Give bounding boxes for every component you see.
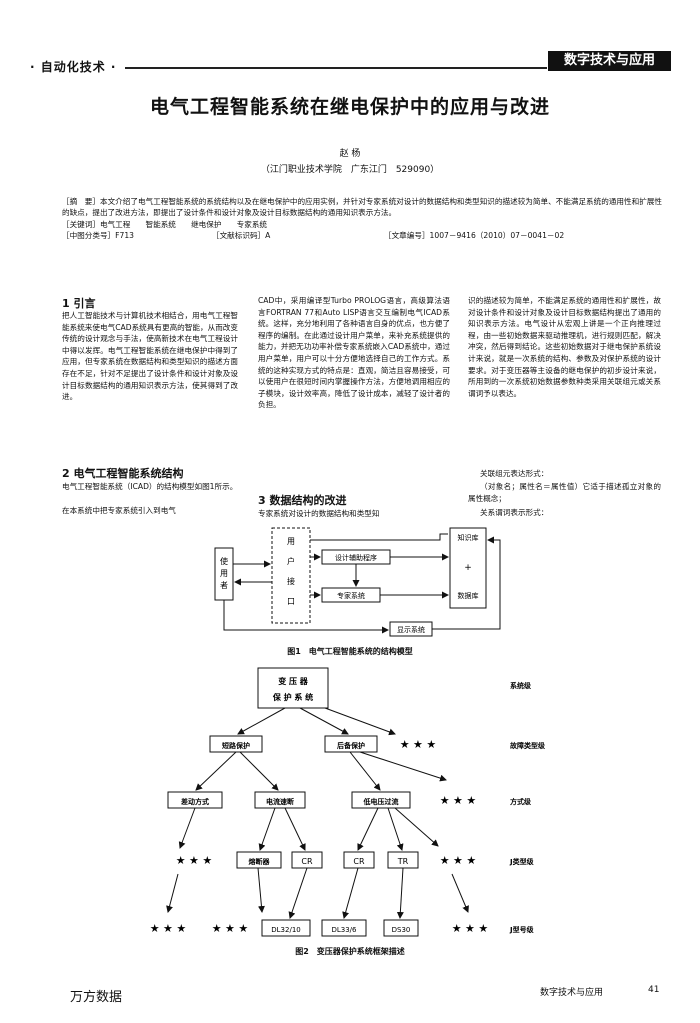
stars-jtype-right: ★ ★ ★ — [440, 854, 477, 867]
stars-jmodel-left: ★ ★ ★ — [150, 922, 187, 935]
user-label-3: 者 — [220, 581, 228, 590]
root-label-2: 保 护 系 统 — [272, 692, 313, 702]
stars-jtype-left: ★ ★ ★ — [176, 854, 213, 867]
display-system-label: 显示系统 — [397, 625, 425, 634]
header-rule — [125, 67, 547, 69]
keywords: ［关键词］电气工程 智能系统 继电保护 专家系统 — [62, 219, 268, 229]
differential-label: 差动方式 — [181, 797, 209, 806]
page-number: 41 — [648, 985, 660, 995]
model-box-1 — [261, 919, 311, 937]
section-1-text: 把人工智能技术与计算机技术相结合，用电气工程智能系统来使电气CAD系统具有更高的… — [62, 311, 238, 402]
menu-label-4: 口 — [287, 597, 295, 606]
database-label: 数据库 — [458, 591, 479, 600]
user-label-2: 用 — [220, 569, 228, 578]
transformer-root-box — [257, 667, 329, 709]
expert-system-label: 专家系统 — [337, 591, 365, 600]
source-watermark: 万方数据 — [70, 990, 123, 1005]
menu-label-3: 接 — [287, 576, 295, 586]
column-3-para-4: 关系谓词表示形式： — [480, 508, 549, 517]
classification-line: ［中图分类号］F713 ［文献标识码］A ［文章编号］1007－9416（201… — [62, 230, 662, 242]
user-label-1: 使 — [220, 556, 228, 566]
tr-label: TR — [397, 857, 409, 866]
stars-mode-level: ★ ★ ★ — [440, 794, 477, 807]
knowledge-base-label: 知识库 — [458, 533, 479, 542]
stars-jmodel-right: ★ ★ ★ — [452, 922, 489, 935]
column-3-para-3: （对象名；属性名＝属性值）它适于描述孤立对象的属性概念； — [468, 482, 661, 503]
backup-protection-label: 后备保护 — [337, 741, 365, 750]
stars-jmodel-mid: ★ ★ ★ — [212, 922, 249, 935]
model-label-2: DL33/6 — [331, 926, 357, 934]
knowledge-database-box — [449, 527, 487, 609]
section-3-heading: 3 数据结构的改进 — [258, 494, 347, 507]
level-mode-label: 方式级 — [510, 797, 532, 806]
overcurrent-label: 电流速断 — [266, 797, 294, 806]
article-number: ［文章编号］1007－9416（2010）07－0041－02 — [384, 231, 565, 241]
abstract-text: ［摘 要］本文介绍了电气工程智能系统的系统结构以及在继电保护中的应用实例，并针对… — [62, 197, 662, 218]
model-label-1: DL32/10 — [271, 926, 300, 934]
menu-label-2: 户 — [287, 556, 295, 566]
low-voltage-label: 低电压过流 — [363, 797, 399, 806]
section-1-heading: 1 引言 — [62, 297, 96, 310]
affiliation: （江门职业技术学院 广东江门 529090） — [260, 165, 440, 175]
cr-label-1: CR — [301, 857, 313, 866]
root-label-1: 变 压 器 — [278, 676, 309, 686]
doc-code: ［文献标识码］A — [212, 231, 271, 241]
clc-number: ［中图分类号］F713 — [62, 231, 135, 241]
figure-2-caption: 图2 变压器保护系统框架描述 — [295, 947, 405, 956]
overcurrent-box — [254, 791, 306, 809]
column-3-para-2: 关联组元表达形式： — [480, 469, 549, 478]
paper-title: 电气工程智能系统在继电保护中的应用与改进 — [149, 96, 550, 118]
user-menu-box — [271, 527, 311, 624]
section-2-heading: 2 电气工程智能系统结构 — [62, 467, 184, 480]
design-program-label: 设计辅助程序 — [335, 553, 377, 562]
menu-label-1: 用 — [287, 537, 295, 546]
model-box-2 — [321, 919, 367, 937]
short-circuit-label: 短路保护 — [222, 741, 250, 750]
model-label-3: DS30 — [392, 926, 411, 934]
author: 赵 杨 — [339, 149, 361, 159]
section-3-text: 专家系统对设计的数据结构和类型知 — [258, 509, 380, 518]
stars-fault-level: ★ ★ ★ — [400, 738, 437, 751]
level-jtype-label: J类型级 — [509, 857, 535, 866]
figure-2-diagram: 变 压 器 保 护 系 统 短路保护 后备保护 差动方式 电流速断 低电压过流 … — [150, 667, 546, 937]
plus-label: + — [464, 563, 472, 573]
cr-label-2: CR — [353, 857, 365, 866]
level-jmodel-label: J型号级 — [509, 925, 535, 934]
footer-journal: 数字技术与应用 — [540, 988, 604, 998]
column-tag: · 自动化技术 · — [30, 60, 117, 74]
fuse-box — [236, 851, 282, 869]
low-voltage-box — [351, 791, 411, 809]
section-2-text-cont: 在本系统中把专家系统引入到电气 — [62, 506, 176, 515]
abstract-block: ［摘 要］本文介绍了电气工程智能系统的系统结构以及在继电保护中的应用实例，并针对… — [62, 196, 662, 242]
fuse-label: 熔断器 — [249, 857, 271, 866]
journal-section-label: 数字技术与应用 — [548, 51, 671, 71]
backup-protection-box — [324, 735, 378, 753]
level-fault-label: 故障类型级 — [510, 741, 546, 750]
figure-1-diagram: 使 用 者 用 户 接 口 设计辅助程序 专家系统 知识库 + 数据库 显示系统 — [214, 527, 501, 637]
model-box-3 — [383, 919, 419, 937]
cr-box-2 — [343, 851, 375, 869]
section-2-text: 电气工程智能系统（ICAD）的结构模型如图1所示。 — [62, 482, 238, 491]
figure-1-caption: 图1 电气工程智能系统的结构模型 — [287, 647, 413, 656]
column-3-text: 识的描述较为简单，不能满足系统的通用性和扩展性，故对设计条件和设计对象及设计目标… — [468, 296, 661, 398]
column-2-text: CAD中，采用编译型Turbo PROLOG语言，高级算法语言FORTRAN 7… — [258, 296, 450, 410]
level-system-label: 系统级 — [510, 681, 532, 690]
